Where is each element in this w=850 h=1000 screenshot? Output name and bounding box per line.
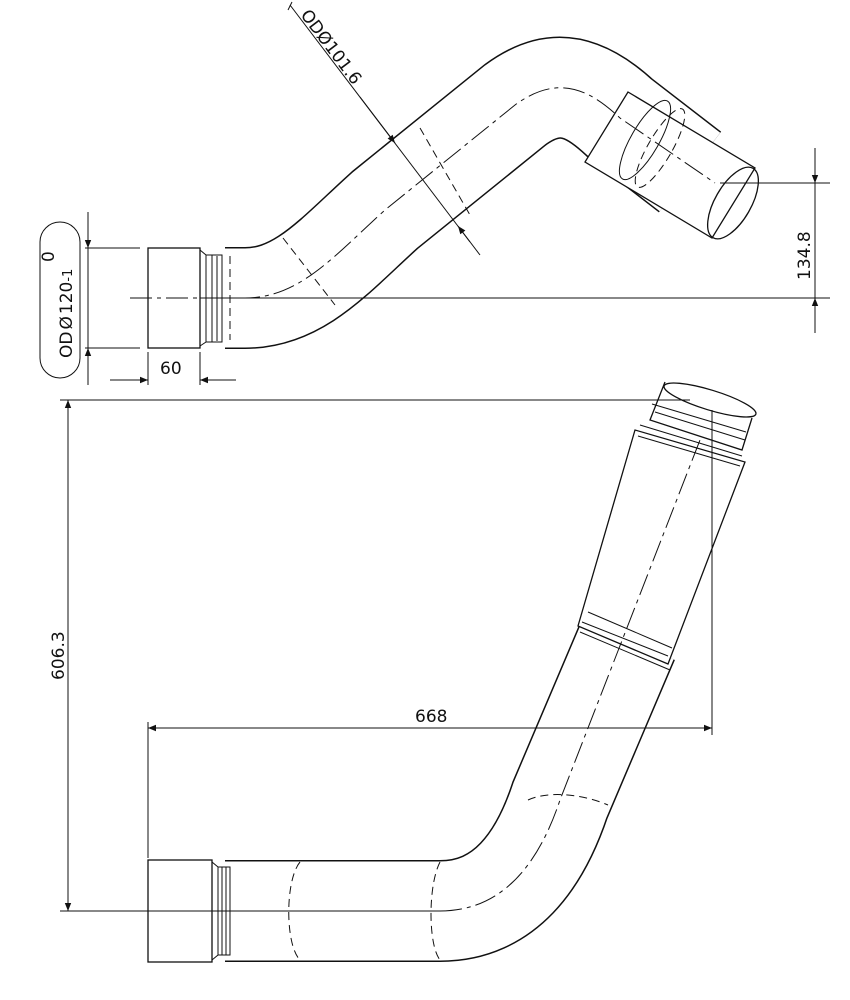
dimension-end-length: 60 bbox=[110, 352, 236, 385]
svg-text:134.8: 134.8 bbox=[795, 231, 815, 280]
front-corrugated-sleeve bbox=[577, 429, 746, 665]
front-flange bbox=[663, 382, 757, 418]
dimension-overall-height: 606.3 bbox=[49, 399, 690, 912]
od-end-label-box bbox=[39, 221, 81, 379]
front-view-pipe bbox=[147, 381, 757, 963]
top-view-pipe bbox=[130, 36, 760, 349]
dimension-overall-length: 668 bbox=[147, 410, 713, 858]
svg-text:60: 60 bbox=[160, 359, 182, 379]
dimension-od-end: ODØ120-1 0 bbox=[39, 212, 140, 385]
svg-text:606.3: 606.3 bbox=[49, 631, 69, 680]
dimension-offset-height: 134.8 bbox=[200, 148, 830, 333]
svg-text:ODØ120-1: ODØ120-1 bbox=[57, 269, 77, 358]
top-connector-sleeve bbox=[584, 91, 756, 239]
svg-text:668: 668 bbox=[415, 707, 447, 727]
svg-text:ODØ101.6: ODØ101.6 bbox=[296, 6, 365, 89]
svg-text:0: 0 bbox=[39, 251, 59, 262]
